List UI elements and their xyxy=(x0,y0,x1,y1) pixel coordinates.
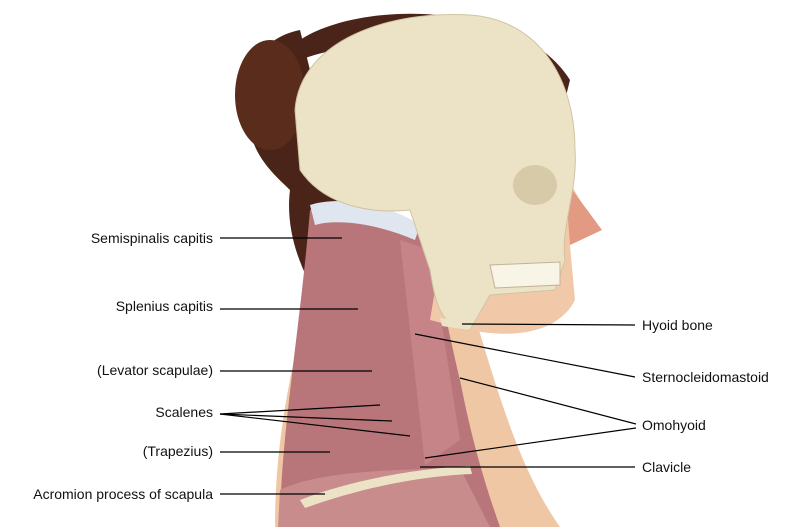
leader-scalenes-3 xyxy=(219,413,411,437)
eye-socket xyxy=(513,165,557,205)
leader-scalenes-2 xyxy=(219,413,393,422)
leader-omohyoid-1 xyxy=(459,377,637,425)
leader-hyoid xyxy=(461,323,636,326)
label-acromion-process: Acromion process of scapula xyxy=(33,486,213,502)
skull xyxy=(294,13,576,331)
leader-scm xyxy=(414,333,636,378)
nose xyxy=(565,180,602,245)
label-hyoid-bone: Hyoid bone xyxy=(642,317,713,333)
label-levator-scapulae: (Levator scapulae) xyxy=(97,362,213,378)
label-omohyoid: Omohyoid xyxy=(642,417,706,433)
label-semispinalis-capitis: Semispinalis capitis xyxy=(90,230,213,246)
label-splenius-capitis: Splenius capitis xyxy=(115,298,213,314)
teeth xyxy=(489,261,561,289)
leader-lines xyxy=(219,237,637,495)
label-trapezius: (Trapezius) xyxy=(142,443,213,459)
label-sternocleidomastoid: Sternocleidomastoid xyxy=(642,369,769,385)
clavicle-bone xyxy=(300,466,472,508)
label-clavicle: Clavicle xyxy=(642,459,692,475)
label-scalenes: Scalenes xyxy=(155,404,213,420)
scm-muscle xyxy=(400,240,460,465)
tendon-top xyxy=(310,201,420,240)
trapezius-lower xyxy=(278,468,490,527)
hair-bun xyxy=(235,40,305,150)
leader-scalenes-1 xyxy=(219,404,381,415)
leader-omohyoid-2 xyxy=(424,427,637,459)
hyoid xyxy=(440,318,470,330)
